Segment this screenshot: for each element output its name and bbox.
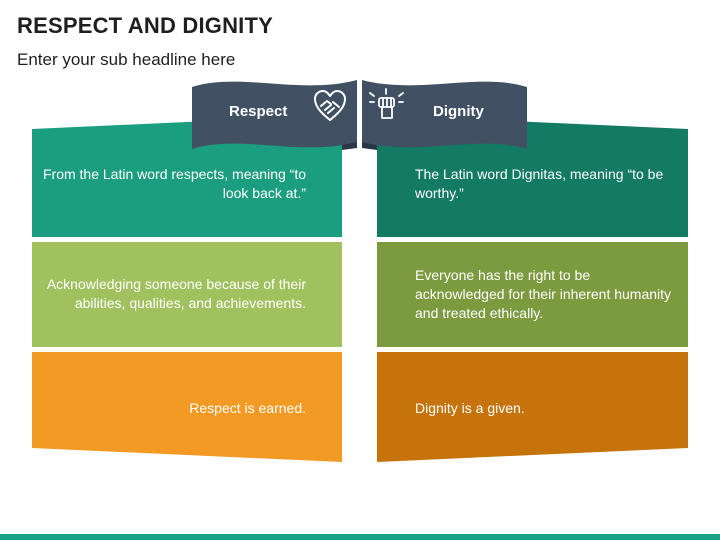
dignity-row-2-box xyxy=(377,242,688,347)
handshake-heart-icon xyxy=(314,90,346,121)
respect-row-3-text: Respect is earned. xyxy=(189,399,306,416)
dignity-row-1-box xyxy=(377,115,688,237)
respect-label: Respect xyxy=(229,103,288,120)
bottom-accent-bar xyxy=(0,534,720,540)
raised-fist-icon xyxy=(369,88,404,119)
respect-row-2-box xyxy=(32,242,342,347)
dignity-banner xyxy=(362,80,527,149)
dignity-row-3-box xyxy=(377,352,688,462)
dignity-label: Dignity xyxy=(433,103,484,120)
dignity-row-1-text: The Latin word Dignitas, meaning “to be … xyxy=(415,166,664,201)
page-title: RESPECT AND DIGNITY xyxy=(17,13,274,38)
respect-row-3-box xyxy=(32,352,342,462)
respect-row-1-text: From the Latin word respects, meaning “t… xyxy=(42,166,306,201)
page-subtitle: Enter your sub headline here xyxy=(17,50,236,69)
respect-row-1-box xyxy=(32,115,342,237)
respect-row-2-text: Acknowledging someone because of their a… xyxy=(46,276,306,311)
dignity-row-3-text: Dignity is a given. xyxy=(415,399,525,416)
dignity-row-2-text: Everyone has the right to be acknowledge… xyxy=(415,266,672,321)
